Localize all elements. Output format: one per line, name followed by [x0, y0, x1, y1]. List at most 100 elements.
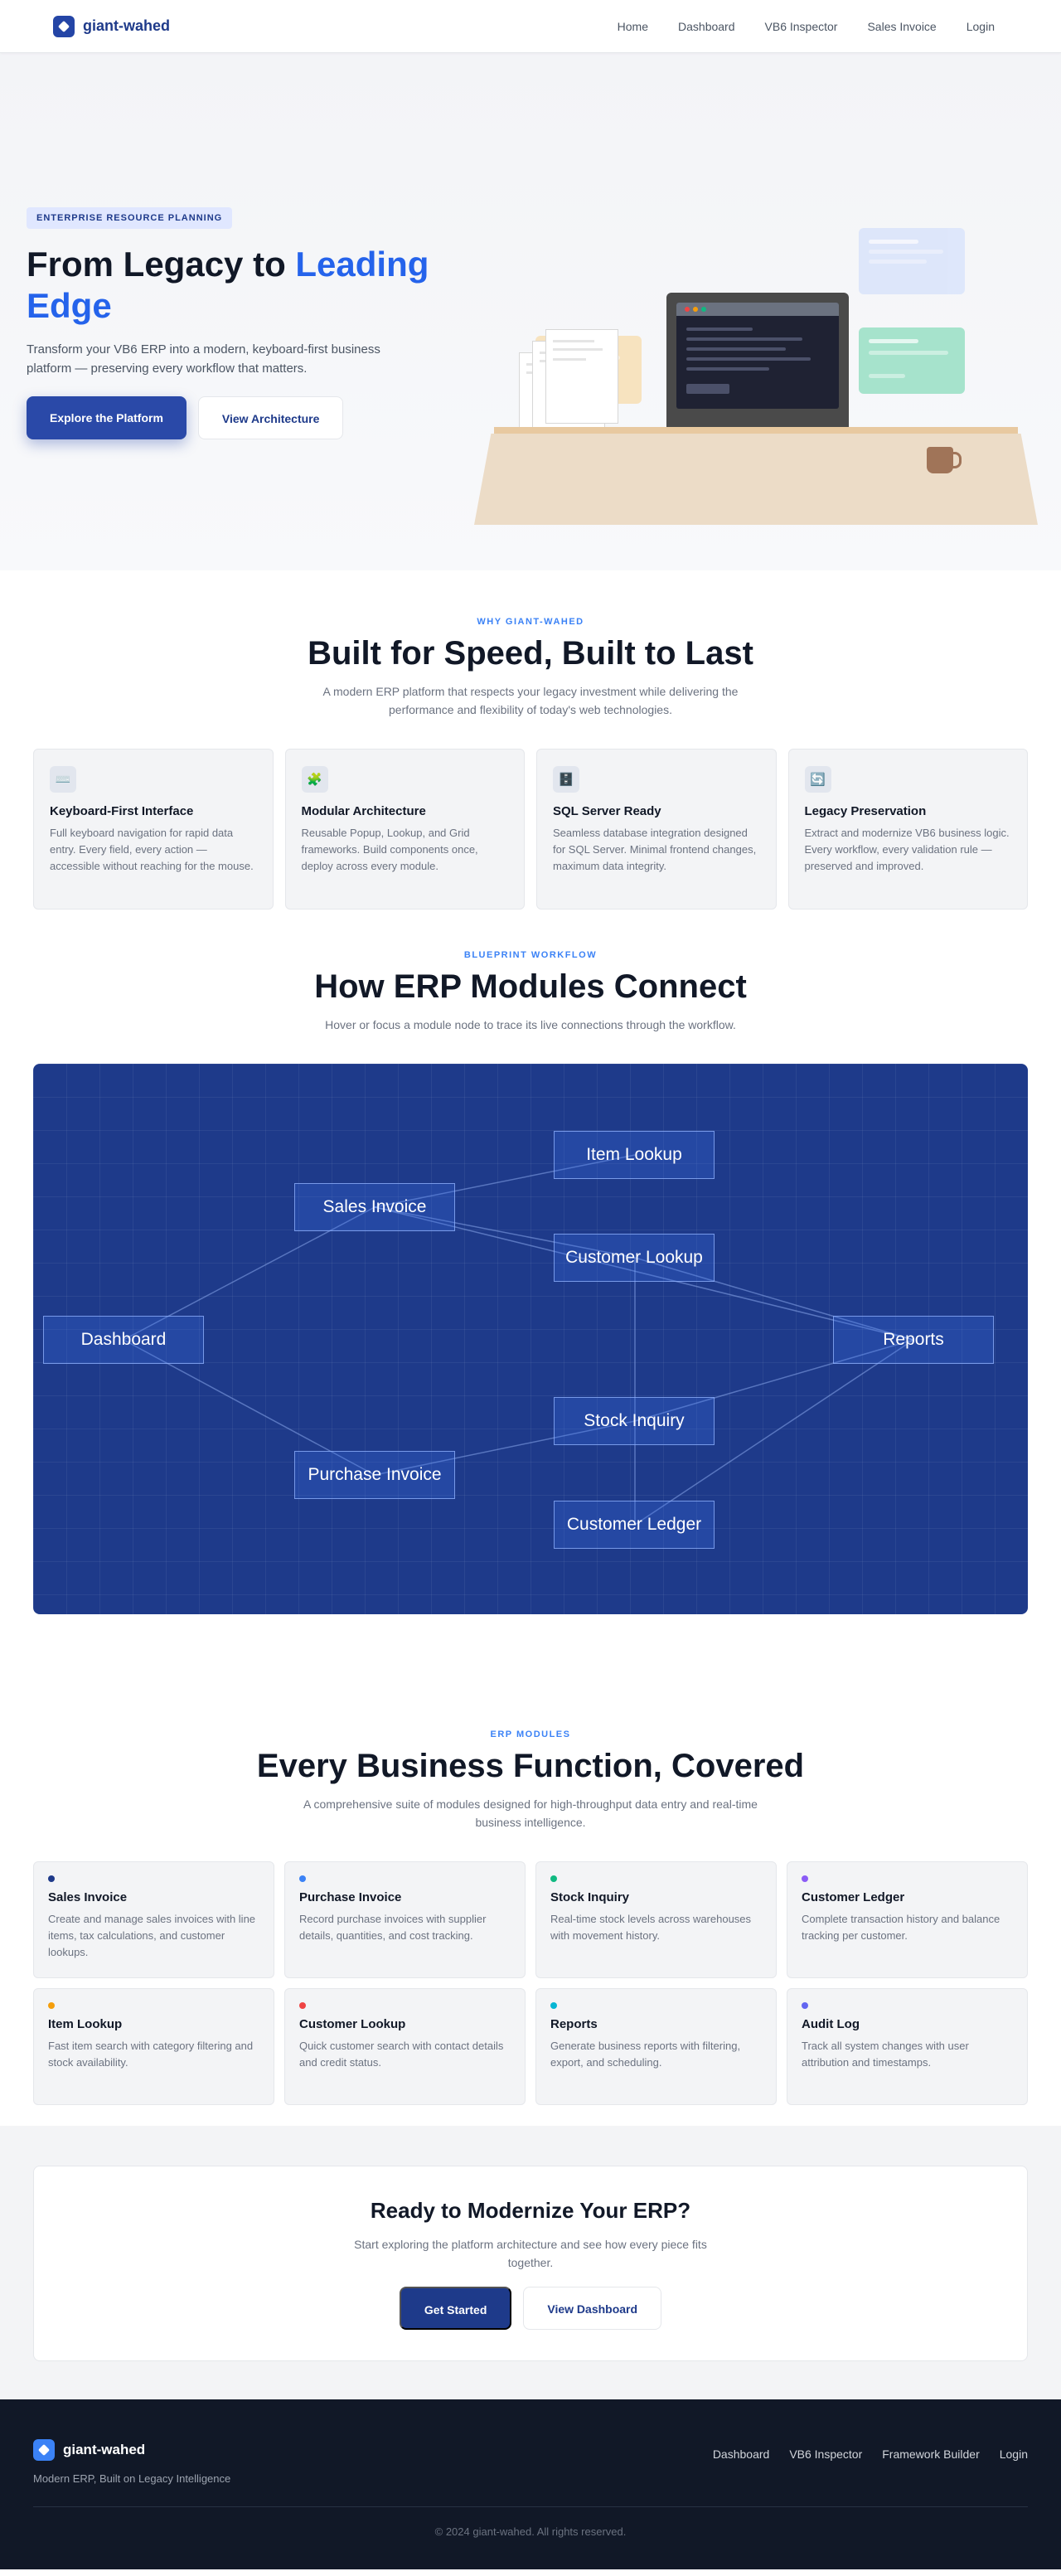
feature-card: ⌨️ Keyboard-First Interface Full keyboar… — [33, 749, 274, 910]
footer-links: Dashboard VB6 Inspector Framework Builde… — [713, 2447, 1028, 2461]
why-title: Built for Speed, Built to Last — [308, 635, 753, 672]
feature-desc: Extract and modernize VB6 business logic… — [804, 827, 1010, 872]
modules-eyebrow: ERP MODULES — [490, 1729, 571, 1739]
module-dot-icon — [802, 1875, 808, 1882]
puzzle-icon: 🧩 — [301, 766, 328, 793]
module-desc: Complete transaction history and balance… — [802, 1913, 1000, 1942]
module-card-purchase-invoice[interactable]: Purchase Invoice Record purchase invoice… — [284, 1861, 526, 1978]
hero-buttons: Explore the Platform View Architecture — [27, 396, 458, 439]
module-dot-icon — [550, 1875, 557, 1882]
footer-link-vb6-inspector[interactable]: VB6 Inspector — [789, 2447, 863, 2461]
footer-divider — [33, 2506, 1028, 2507]
node-reports[interactable]: Reports — [833, 1316, 994, 1364]
hero-illustration — [464, 161, 1044, 526]
module-card-reports[interactable]: Reports Generate business reports with f… — [535, 1988, 777, 2105]
hero-subtitle: Transform your VB6 ERP into a modern, ke… — [27, 342, 380, 376]
feature-desc: Full keyboard navigation for rapid data … — [50, 827, 254, 872]
feature-card: 🗄️ SQL Server Ready Seamless database in… — [536, 749, 777, 910]
cta-subtitle: Start exploring the platform architectur… — [354, 2238, 707, 2269]
module-card-item-lookup[interactable]: Item Lookup Fast item search with catego… — [33, 1988, 274, 2105]
feature-title: Legacy Preservation — [804, 804, 927, 818]
workflow-section: BLUEPRINT WORKFLOW How ERP Modules Conne… — [0, 945, 1061, 1643]
desk — [474, 434, 1038, 525]
module-card-customer-lookup[interactable]: Customer Lookup Quick customer search wi… — [284, 1988, 526, 2105]
module-desc: Track all system changes with user attri… — [802, 2040, 969, 2069]
module-title: Reports — [550, 2017, 598, 2031]
nav-link-login[interactable]: Login — [966, 19, 995, 33]
module-desc: Fast item search with category filtering… — [48, 2040, 254, 2069]
footer-brand-name: giant-wahed — [63, 2442, 146, 2457]
view-architecture-button[interactable]: View Architecture — [197, 396, 344, 439]
cta-buttons: Get Started View Dashboard — [34, 2287, 1027, 2330]
paper-sheet — [545, 329, 618, 424]
workflow-connections — [123, 1154, 914, 1526]
hero-title-main: From Legacy to — [27, 245, 296, 284]
node-sales-invoice[interactable]: Sales Invoice — [294, 1183, 455, 1231]
nav-link-vb6-inspector[interactable]: VB6 Inspector — [764, 19, 838, 33]
workflow-diagram: Dashboard Sales Invoice Purchase Invoice… — [33, 1064, 1028, 1614]
module-dot-icon — [299, 2002, 306, 2009]
footer-link-login[interactable]: Login — [999, 2447, 1028, 2461]
connector-customer-reports — [634, 1257, 914, 1341]
module-dot-icon — [48, 1875, 55, 1882]
feature-title: SQL Server Ready — [553, 804, 661, 818]
node-purchase-invoice[interactable]: Purchase Invoice — [294, 1451, 455, 1499]
modules-title: Every Business Function, Covered — [256, 1748, 805, 1784]
get-started-button[interactable]: Get Started — [399, 2287, 512, 2330]
module-card-audit-log[interactable]: Audit Log Track all system changes with … — [787, 1988, 1028, 2105]
node-customer-lookup[interactable]: Customer Lookup — [554, 1234, 715, 1282]
module-desc: Quick customer search with contact detai… — [299, 2040, 504, 2069]
connector-purchase-stock — [374, 1420, 636, 1476]
node-dashboard[interactable]: Dashboard — [43, 1316, 204, 1364]
connector-sales-reports — [374, 1206, 914, 1341]
hero-title-accent: Leading Edge — [27, 245, 429, 325]
module-card-sales-invoice[interactable]: Sales Invoice Create and manage sales in… — [33, 1861, 274, 1978]
explore-platform-button[interactable]: Explore the Platform — [27, 396, 187, 439]
feature-grid: ⌨️ Keyboard-First Interface Full keyboar… — [33, 749, 1028, 910]
footer-link-dashboard[interactable]: Dashboard — [712, 2447, 770, 2461]
module-card-stock-inquiry[interactable]: Stock Inquiry Real-time stock levels acr… — [535, 1861, 777, 1978]
modules-subtitle: A comprehensive suite of modules designe… — [303, 1797, 758, 1829]
cta-card: Ready to Modernize Your ERP? Start explo… — [33, 2166, 1028, 2361]
module-title: Item Lookup — [48, 2017, 123, 2031]
brand-name: giant-wahed — [83, 17, 171, 34]
diamond-logo-icon — [53, 15, 75, 37]
connector-dashboard-sales — [123, 1206, 375, 1341]
nav-link-sales-invoice[interactable]: Sales Invoice — [867, 19, 937, 33]
module-desc: Real-time stock levels across warehouses… — [550, 1913, 752, 1942]
floating-card-green — [859, 327, 965, 394]
hero-title: From Legacy to Leading Edge — [27, 244, 458, 327]
footer-brand[interactable]: giant-wahed — [33, 2439, 1028, 2461]
diamond-logo-icon — [33, 2439, 55, 2461]
module-title: Purchase Invoice — [299, 1890, 402, 1904]
why-section: WHY GIANT-WAHED Built for Speed, Built t… — [0, 570, 1061, 945]
top-navbar: giant-wahed Home Dashboard VB6 Inspector… — [0, 0, 1061, 53]
view-dashboard-button[interactable]: View Dashboard — [523, 2287, 662, 2330]
workflow-eyebrow: BLUEPRINT WORKFLOW — [463, 950, 598, 960]
nav-links: Home Dashboard VB6 Inspector Sales Invoi… — [618, 20, 995, 33]
workflow-title: How ERP Modules Connect — [314, 968, 747, 1005]
module-dot-icon — [550, 2002, 557, 2009]
monitor — [666, 293, 849, 432]
footer-link-framework-builder[interactable]: Framework Builder — [882, 2447, 980, 2461]
module-card-customer-ledger[interactable]: Customer Ledger Complete transaction his… — [787, 1861, 1028, 1978]
why-subtitle: A modern ERP platform that respects your… — [322, 685, 739, 716]
nav-link-dashboard[interactable]: Dashboard — [678, 19, 735, 33]
module-dot-icon — [802, 2002, 808, 2009]
keyboard-icon: ⌨️ — [50, 766, 76, 793]
cta-section: Ready to Modernize Your ERP? Start explo… — [0, 2126, 1061, 2399]
nav-link-home[interactable]: Home — [617, 19, 649, 33]
node-customer-ledger[interactable]: Customer Ledger — [554, 1501, 715, 1549]
footer: giant-wahed Modern ERP, Built on Legacy … — [0, 2399, 1061, 2569]
connector-sales-itemlookup — [374, 1154, 636, 1208]
brand-logo[interactable]: giant-wahed — [53, 15, 171, 37]
hero-eyebrow-badge: ENTERPRISE RESOURCE PLANNING — [27, 207, 233, 229]
module-title: Customer Lookup — [299, 2017, 406, 2031]
floating-card-blue — [859, 228, 965, 294]
database-icon: 🗄️ — [553, 766, 579, 793]
node-item-lookup[interactable]: Item Lookup — [554, 1131, 715, 1179]
node-stock-inquiry[interactable]: Stock Inquiry — [554, 1397, 715, 1445]
module-title: Stock Inquiry — [550, 1890, 630, 1904]
hero-section: ENTERPRISE RESOURCE PLANNING From Legacy… — [0, 53, 1061, 570]
module-desc: Generate business reports with filtering… — [550, 2040, 741, 2069]
